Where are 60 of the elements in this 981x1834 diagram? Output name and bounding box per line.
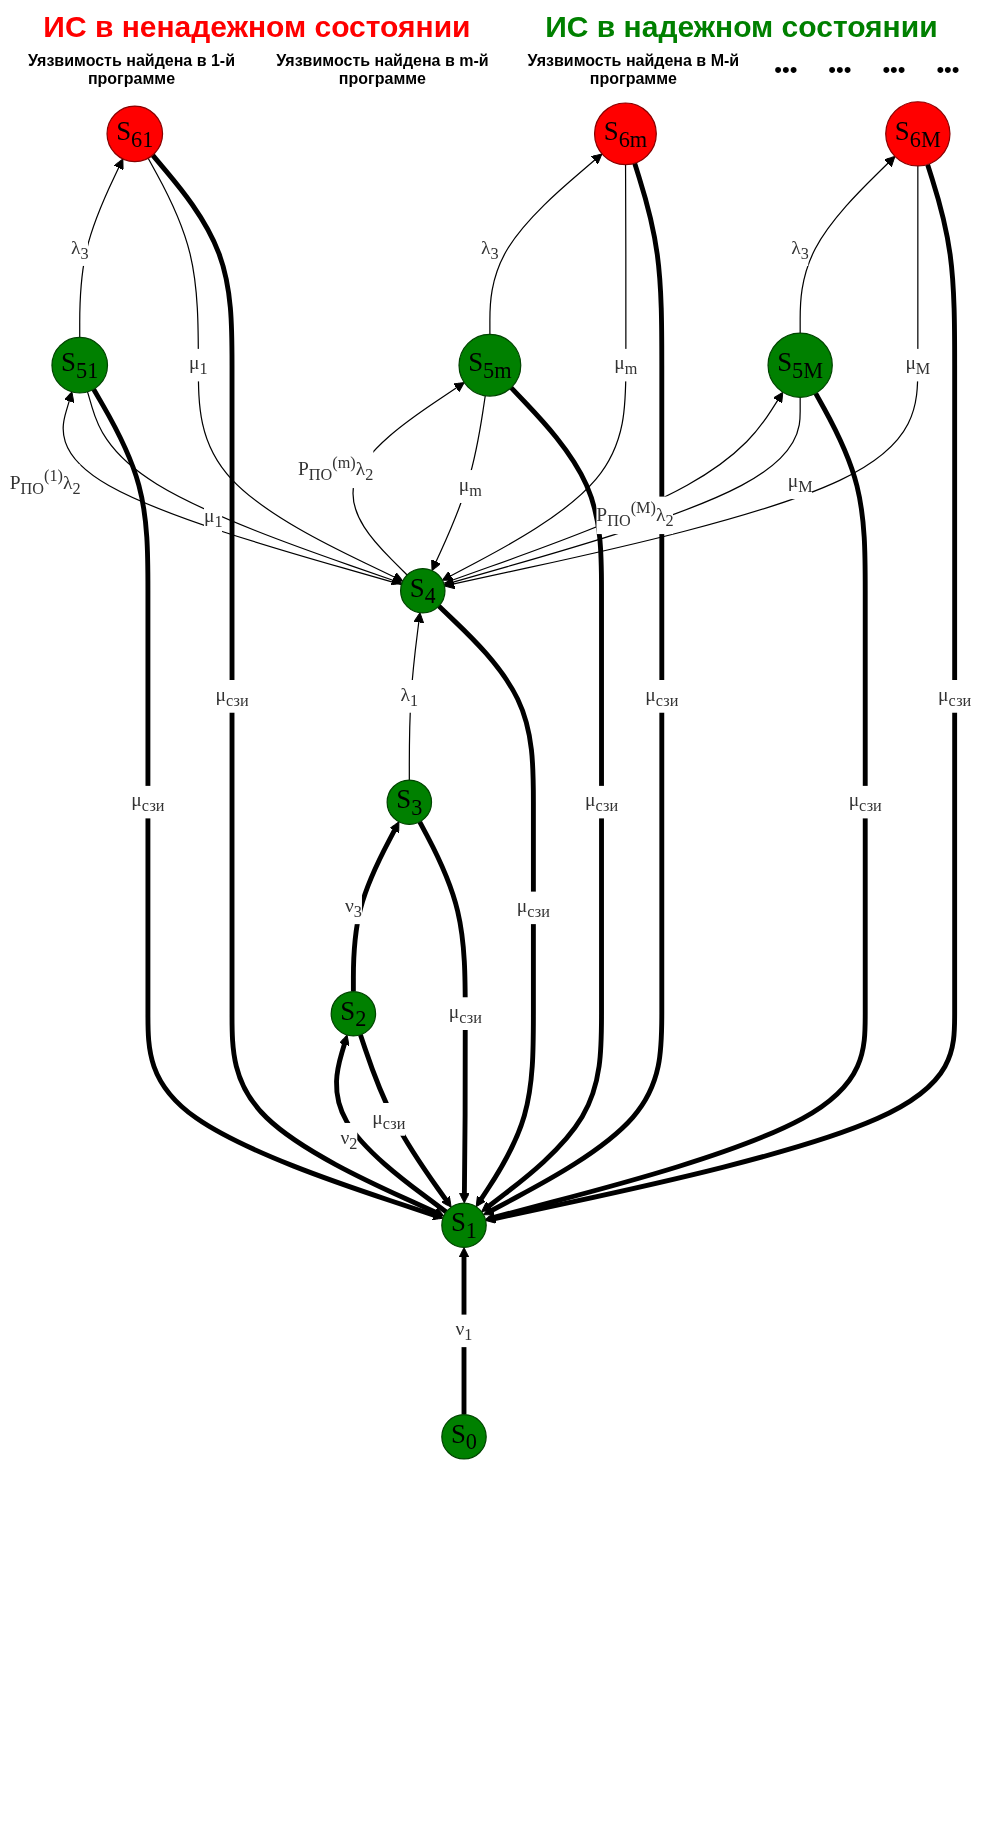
node-circle: S$_{5m}$ — [458, 333, 522, 397]
edge-label: P$_{ПО}$$^{(m)}$λ$_{2}$ — [297, 452, 374, 485]
edge-label: μ$_{M}$ — [905, 352, 931, 379]
node-circle: S$_{2}$ — [330, 990, 377, 1037]
edge-label: λ$_{3}$ — [481, 236, 499, 263]
node-circle: S$_{61}$ — [106, 105, 164, 163]
column-heading: Уязвимость найдена в m-й программе — [275, 52, 490, 88]
heading: ИС в ненадежном состоянии — [43, 10, 471, 44]
node-circle: S$_{5M}$ — [767, 332, 833, 398]
edge-label: P$_{ПО}$$^{(M)}$λ$_{2}$ — [596, 498, 674, 530]
edge-label: μ$_{сзи}$ — [131, 789, 165, 816]
arrow — [147, 157, 404, 582]
edge-label: μ$_{m}$ — [614, 352, 638, 379]
arrow — [437, 604, 536, 1208]
node-circle: S$_{0}$ — [441, 1413, 487, 1460]
node-circle: S$_{6m}$ — [593, 102, 657, 166]
arrow — [334, 1034, 448, 1214]
edge-label: μ$_{сзи}$ — [448, 1000, 482, 1027]
ellipsis-mark: ••• — [882, 57, 906, 83]
ellipsis-mark: ••• — [936, 57, 960, 83]
edge-label: μ$_{сзи}$ — [215, 683, 249, 710]
edge-label: ν$_{2}$ — [340, 1126, 358, 1153]
node-circle: S$_{6M}$ — [885, 101, 951, 167]
edge-label: P$_{ПО}$$^{(1)}$λ$_{2}$ — [9, 466, 81, 498]
ellipsis-mark: ••• — [828, 57, 852, 83]
column-heading: Уязвимость найдена в 1-й программе — [26, 52, 237, 88]
arrow — [444, 165, 919, 590]
arrow — [350, 821, 400, 992]
edge-label: μ$_{сзи}$ — [516, 895, 550, 921]
edge-label: λ$_{3}$ — [791, 236, 809, 263]
arrow — [799, 155, 896, 334]
edge-label: μ$_{M}$ — [787, 470, 813, 496]
arrow — [79, 158, 124, 339]
arrow — [485, 163, 958, 1224]
node-circle: S$_{51}$ — [51, 336, 109, 394]
node-circle: S$_{4}$ — [400, 567, 446, 614]
edge-label: ν$_{1}$ — [455, 1318, 473, 1344]
edge-label: μ$_{сзи}$ — [645, 683, 679, 710]
heading: ИС в надежном состоянии — [545, 10, 938, 44]
arrow — [481, 385, 604, 1213]
edge-label: μ$_{сзи}$ — [848, 789, 882, 816]
edge-label: μ$_{1}$ — [189, 352, 208, 379]
arrow — [358, 1034, 452, 1208]
arrow — [483, 162, 665, 1216]
arrow — [489, 153, 603, 335]
column-heading: Уязвимость найдена в M-й программе — [526, 52, 741, 88]
ellipsis-mark: ••• — [774, 57, 798, 83]
arrow — [417, 820, 470, 1204]
arrow — [431, 395, 486, 572]
edge-label: μ$_{m}$ — [458, 473, 482, 500]
edge-label: λ$_{1}$ — [400, 683, 419, 710]
edge-label: λ$_{3}$ — [70, 236, 89, 263]
node-circle: S$_{3}$ — [386, 779, 433, 826]
node-circle: S$_{1}$ — [441, 1202, 487, 1249]
edge-label: ν$_{3}$ — [344, 895, 362, 921]
arrow — [441, 164, 627, 581]
edge-label: μ$_{1}$ — [203, 504, 223, 531]
edge-label: μ$_{сзи}$ — [938, 683, 972, 710]
edge-label: μ$_{сзи}$ — [584, 789, 619, 816]
edge-label: μ$_{сзи}$ — [372, 1106, 406, 1133]
